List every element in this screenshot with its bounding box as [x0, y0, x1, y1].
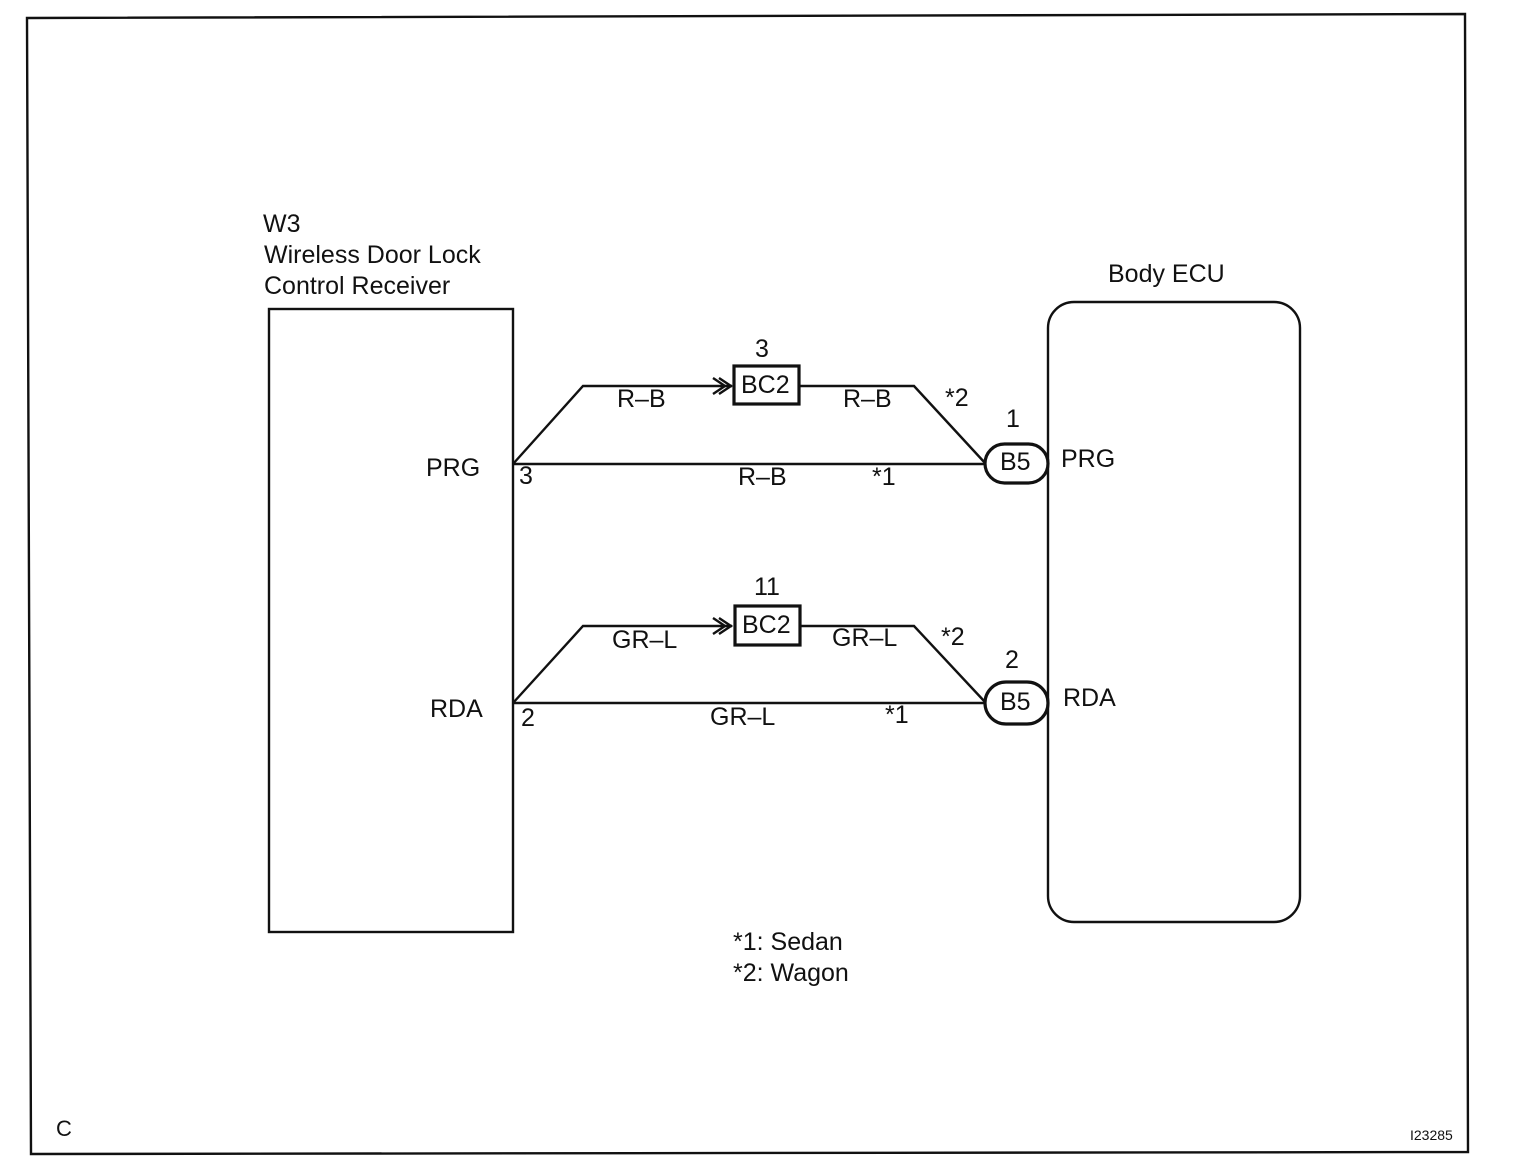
rda-wagon-mark: *2 [941, 623, 965, 651]
ecu-pin-prg-label: PRG [1061, 445, 1116, 473]
rda-junction-label: BC2 [742, 611, 791, 639]
prg-wagon-mark: *2 [945, 384, 969, 412]
figure-id: I23285 [1410, 1127, 1453, 1143]
ecu-pin-prg-number: 1 [1006, 405, 1020, 433]
receiver-pin-prg-number: 3 [519, 462, 533, 490]
rda-wagon-wire-left-color: GR–L [612, 626, 678, 654]
outer-frame [25, 12, 1470, 1156]
receiver-box [267, 307, 515, 934]
receiver-code: W3 [263, 210, 301, 238]
rda-wagon-wire-right-color: GR–L [832, 624, 898, 652]
prg-b5-label: B5 [1000, 448, 1031, 476]
prg-junction-label: BC2 [741, 371, 790, 399]
prg-sedan-mark: *1 [872, 463, 896, 491]
prg-wagon-wire-left [512, 384, 732, 465]
receiver-pin-prg-label: PRG [426, 454, 481, 482]
legend-wagon: *2: Wagon [733, 959, 849, 987]
prg-junction-pin: 3 [755, 335, 769, 363]
corner-letter: C [56, 1116, 72, 1141]
receiver-name-line2: Control Receiver [264, 272, 451, 300]
rda-sedan-mark: *1 [885, 701, 909, 729]
prg-sedan-wire-color: R–B [738, 463, 787, 491]
rda-wagon-arrow [718, 617, 734, 635]
ecu-name: Body ECU [1108, 260, 1225, 288]
ecu-box [1046, 300, 1302, 924]
prg-wagon-arrow [718, 377, 734, 395]
legend-sedan: *1: Sedan [733, 928, 843, 956]
rda-wagon-wire-right [800, 624, 986, 703]
rda-wagon-wire-left [512, 624, 732, 704]
ecu-pin-rda-label: RDA [1063, 684, 1116, 712]
prg-b5-connector [983, 442, 1050, 485]
receiver-pin-rda-label: RDA [430, 695, 483, 723]
prg-wagon-arrow-2 [712, 377, 728, 395]
prg-wagon-wire-left-color: R–B [617, 385, 666, 413]
rda-b5-label: B5 [1000, 688, 1031, 716]
ecu-pin-rda-number: 2 [1005, 646, 1019, 674]
prg-wagon-wire-right-color: R–B [843, 385, 892, 413]
receiver-name-line1: Wireless Door Lock [264, 241, 481, 269]
prg-wagon-wire-right [799, 384, 986, 464]
rda-sedan-wire-color: GR–L [710, 703, 776, 731]
receiver-pin-rda-number: 2 [521, 704, 535, 732]
rda-b5-connector [983, 680, 1050, 726]
rda-wagon-arrow-2 [712, 617, 728, 635]
rda-junction-pin: 11 [754, 573, 780, 601]
